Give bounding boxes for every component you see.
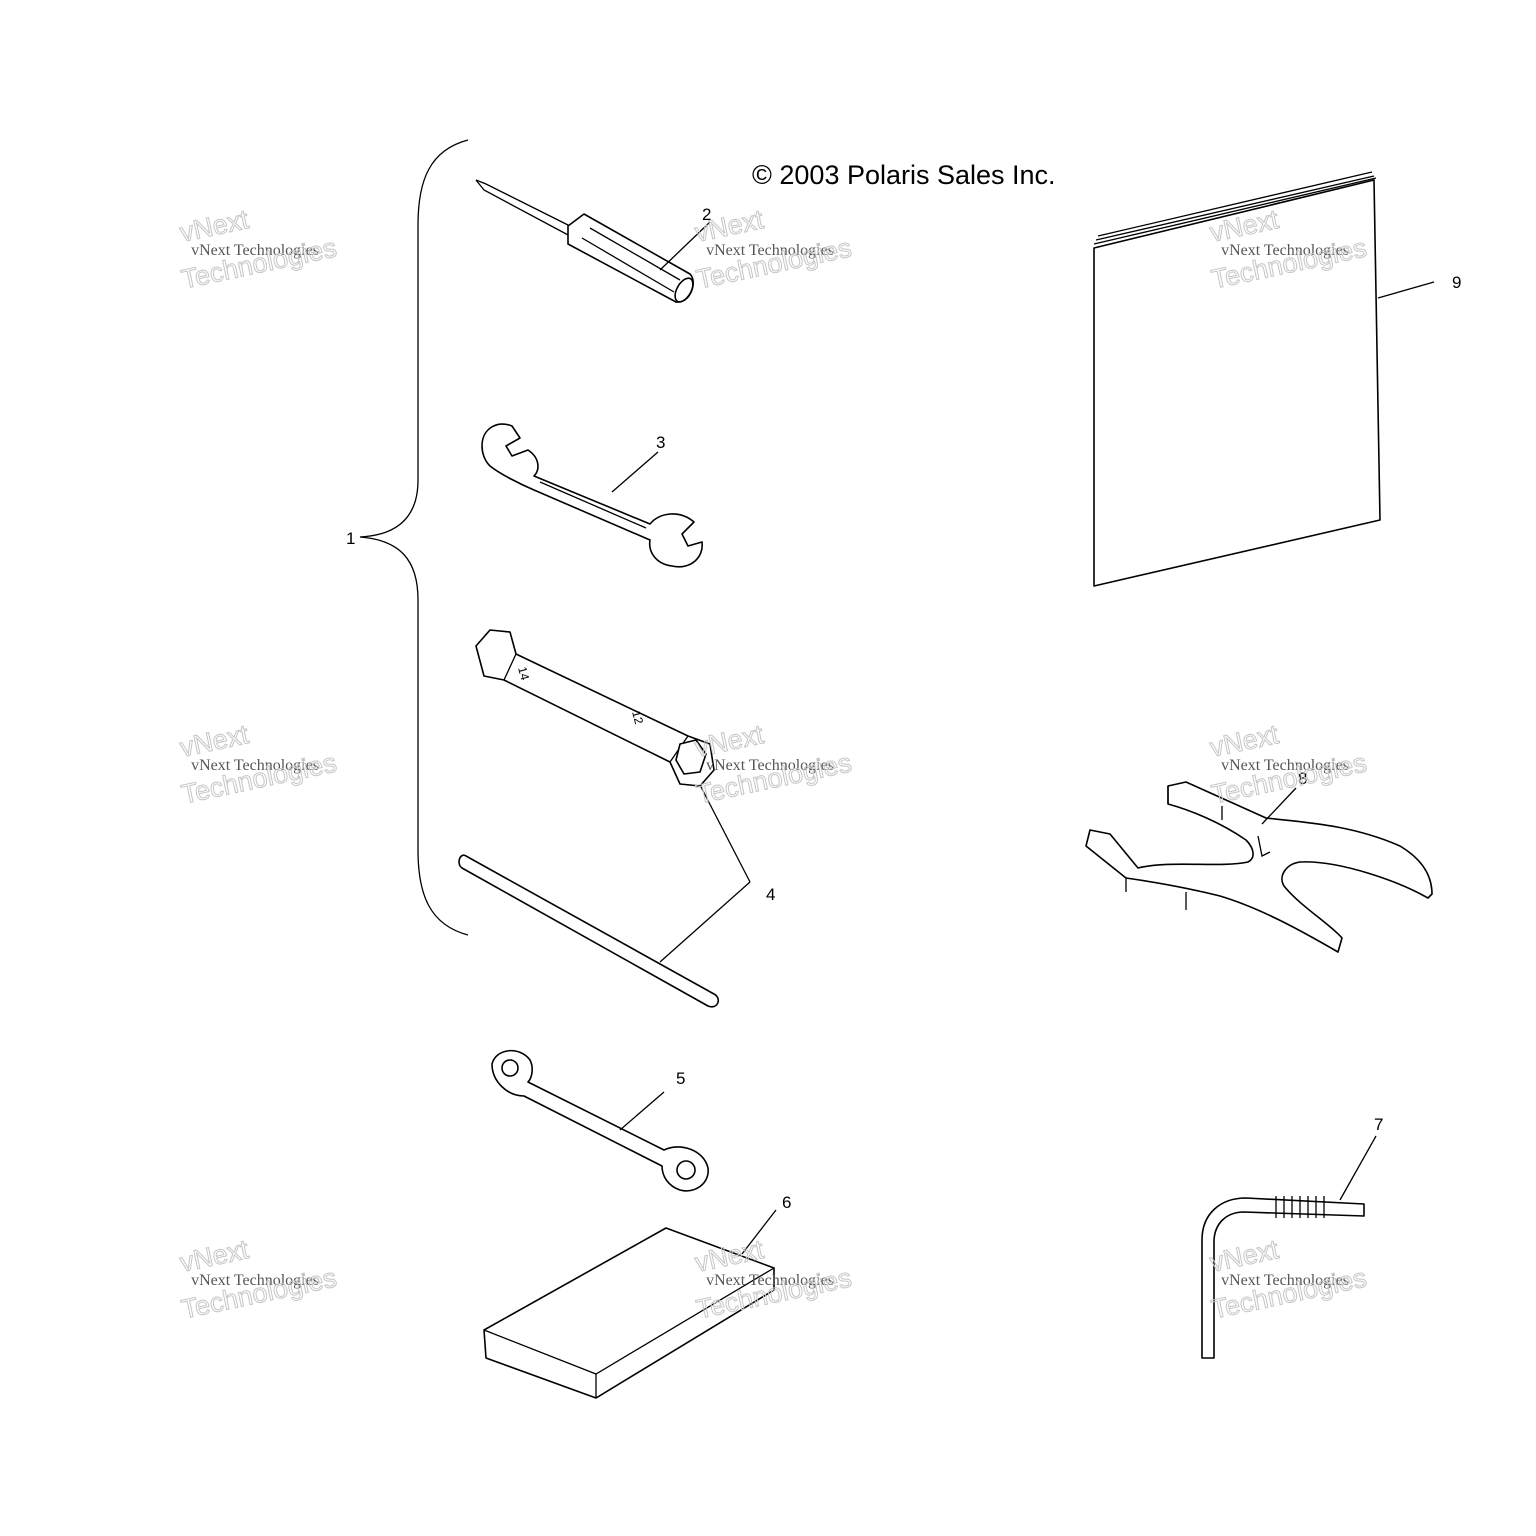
leader-8 bbox=[1261, 787, 1297, 825]
svg-text:vNext Technologies: vNext Technologies bbox=[706, 242, 834, 259]
svg-text:vNext Technologies: vNext Technologies bbox=[1221, 1272, 1349, 1289]
callout-6: 6 bbox=[782, 1193, 791, 1212]
svg-text:vNext Technologies: vNext Technologies bbox=[1221, 757, 1349, 774]
callout-8: 8 bbox=[1298, 769, 1307, 788]
box-end-wrench-part bbox=[491, 1049, 709, 1192]
watermark-bottom-center: vNext vNext Technologies Technologies bbox=[692, 1234, 855, 1326]
callout-2: 2 bbox=[702, 205, 711, 224]
svg-text:vNext Technologies: vNext Technologies bbox=[706, 757, 834, 774]
tool-pouch-part bbox=[483, 1227, 775, 1399]
watermark-bottom-left: vNext vNext Technologies Technologies bbox=[177, 1234, 340, 1326]
watermark-middle-left: vNext vNext Technologies Technologies bbox=[177, 719, 340, 811]
leader-4b bbox=[659, 881, 751, 963]
svg-text:vNext Technologies: vNext Technologies bbox=[706, 1272, 834, 1289]
tommy-bar-part bbox=[458, 854, 720, 1008]
callout-3: 3 bbox=[656, 433, 665, 452]
leader-3 bbox=[611, 451, 659, 493]
callout-9: 9 bbox=[1452, 273, 1461, 292]
leader-7 bbox=[1339, 1135, 1377, 1201]
svg-text:vNext Technologies: vNext Technologies bbox=[191, 242, 319, 259]
svg-text:14: 14 bbox=[515, 665, 532, 682]
callout-4: 4 bbox=[766, 885, 775, 904]
svg-text:vNext Technologies: vNext Technologies bbox=[191, 1272, 319, 1289]
callout-5: 5 bbox=[676, 1069, 685, 1088]
screwdriver-part bbox=[475, 179, 694, 303]
watermark-middle-right: vNext vNext Technologies Technologies bbox=[1207, 719, 1370, 811]
svg-text:vNext Technologies: vNext Technologies bbox=[191, 757, 319, 774]
watermark-middle-center: vNext vNext Technologies Technologies bbox=[692, 719, 855, 811]
leader-5 bbox=[619, 1091, 665, 1131]
leader-4a bbox=[699, 784, 751, 883]
open-end-wrench-part bbox=[481, 423, 703, 568]
leader-2 bbox=[659, 221, 711, 271]
svg-text:vNext Technologies: vNext Technologies bbox=[1221, 242, 1349, 259]
watermark-top-center: vNext vNext Technologies Technologies bbox=[692, 204, 855, 296]
callout-1: 1 bbox=[346, 529, 355, 548]
callout-7: 7 bbox=[1374, 1115, 1383, 1134]
leader-6 bbox=[741, 1209, 777, 1255]
svg-text:12: 12 bbox=[629, 709, 646, 726]
spanner-tool-part bbox=[1085, 781, 1433, 953]
watermark-top-left: vNext vNext Technologies Technologies bbox=[177, 204, 340, 296]
group-brace bbox=[359, 139, 469, 936]
watermark-bottom-right: vNext vNext Technologies Technologies bbox=[1207, 1234, 1370, 1326]
owners-manual-part bbox=[1093, 171, 1381, 587]
copyright-notice: © 2003 Polaris Sales Inc. bbox=[752, 160, 1056, 190]
hex-key-part bbox=[1201, 1196, 1365, 1359]
box-wrench-part: 14 12 bbox=[475, 629, 715, 787]
leader-9 bbox=[1377, 281, 1435, 299]
